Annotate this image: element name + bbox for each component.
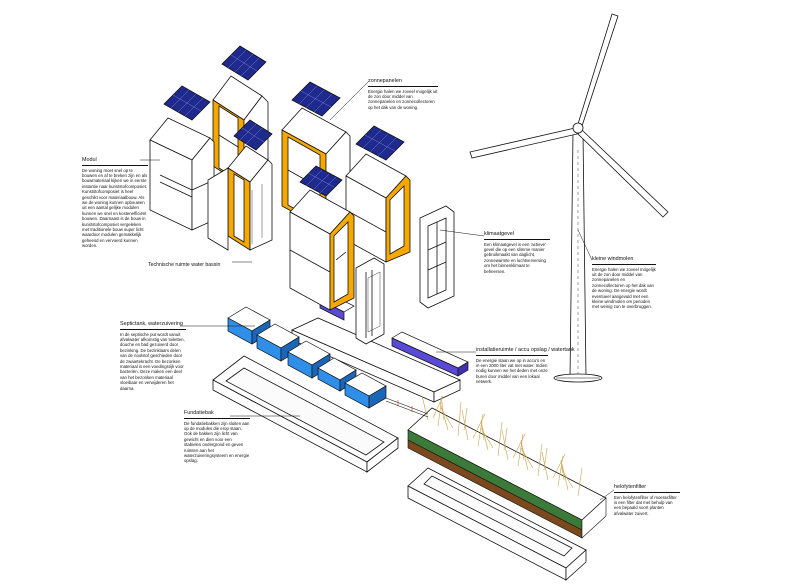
label-klimaatgevel: klimaatgevel Een klimaatgevel is een 'ac… <box>484 231 550 274</box>
label-zonnepanelen-text: Energie halen we zoveel mogelijk uit de … <box>368 88 438 110</box>
label-zonnepanelen: zonnepanelen Energie halen we zoveel mog… <box>368 78 438 110</box>
label-installatieruimte-text: De energie staan we op in accu's en in e… <box>476 357 548 385</box>
water-pipes <box>385 397 429 418</box>
septic-block-5 <box>344 372 387 409</box>
climate-facade-panel <box>419 205 455 309</box>
label-helofytenfilter-title: helofytenfilter <box>614 484 680 493</box>
label-klimaatgevel-title: klimaatgevel <box>484 231 550 240</box>
foundation-trough-right <box>407 467 587 581</box>
label-modul: Modul De woning moet snel op te bouwen e… <box>82 157 148 249</box>
solar-panel-a <box>221 45 267 81</box>
label-fundatiebak-title: Fundatiebak <box>184 410 250 419</box>
leader-lines <box>140 81 615 501</box>
septic-block-4 <box>317 357 357 392</box>
label-technische-ruimte: Technische ruimte water bassin <box>148 262 238 268</box>
label-klimaatgevel-text: Een klimaatgevel is een 'actieve' gevel … <box>484 241 546 274</box>
label-fundatiebak: Fundatiebak De fundatiebakken zijn sluit… <box>184 410 250 464</box>
septic-block-3 <box>287 340 331 379</box>
house-module-b <box>149 85 215 231</box>
house-module-c <box>207 119 273 251</box>
label-helofytenfilter-text: Een helofytenfilter of moerasfilter is e… <box>614 494 677 516</box>
septic-tank-blocks <box>227 306 387 409</box>
label-septictank-text: In de septische put wordt vanuit afvalwa… <box>120 331 185 391</box>
house-module-f <box>289 165 355 311</box>
solar-panel-e <box>355 125 405 161</box>
wind-turbine <box>469 13 669 383</box>
septic-block-2 <box>256 323 300 362</box>
house-module-e <box>345 125 411 263</box>
septic-block-1 <box>227 306 271 345</box>
solar-panel-f <box>299 165 343 197</box>
label-kleine-windmolen-text: Energie halen we zoveel mogelijk uit de … <box>592 266 656 310</box>
label-modul-text: De woning moet snel op te bouwen en af t… <box>82 167 148 249</box>
foundation-trough-middle <box>291 317 461 403</box>
label-kleine-windmolen: kleine windmolen Energie halen we zoveel… <box>592 256 656 310</box>
label-septictank-title: Septictank, waterzuivering <box>120 321 186 330</box>
foundation-trough-left <box>212 355 399 473</box>
label-kleine-windmolen-title: kleine windmolen <box>592 256 656 265</box>
solar-panel-c <box>233 119 273 151</box>
reed-bed-filter <box>407 395 607 539</box>
label-fundatiebak-text: De fundatiebakken zijn sluiten aan op de… <box>184 420 250 464</box>
label-helofytenfilter: helofytenfilter Een helofytenfilter of m… <box>614 484 680 516</box>
solar-panel-b <box>163 85 211 121</box>
label-modul-title: Modul <box>82 157 148 166</box>
climate-facade-panel-front <box>355 257 385 345</box>
label-zonnepanelen-title: zonnepanelen <box>368 78 438 87</box>
solar-panel-d <box>291 81 341 117</box>
label-installatieruimte: installatieruimte / accu opslag / watert… <box>476 347 575 385</box>
label-installatieruimte-title: installatieruimte / accu opslag / watert… <box>476 347 575 356</box>
label-technische-ruimte-title: Technische ruimte water bassin <box>148 262 221 268</box>
label-septictank: Septictank, waterzuivering In de septisc… <box>120 321 186 391</box>
